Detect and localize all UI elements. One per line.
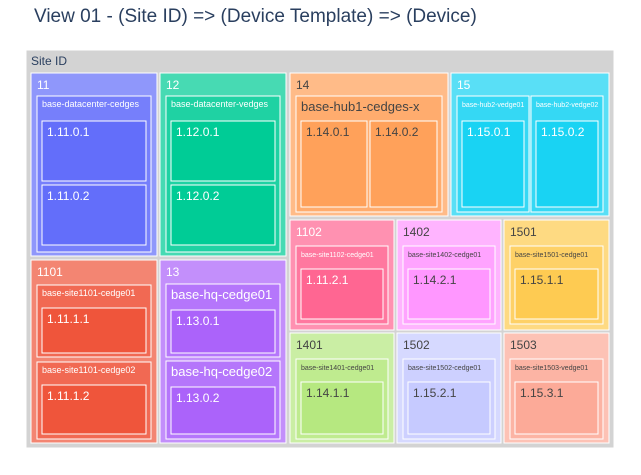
treemap-device-1.15.3.1[interactable] [514, 381, 599, 435]
treemap-template-label: base-hq-cedge01 [171, 287, 272, 302]
treemap-device-label: 1.11.1.1 [47, 312, 90, 326]
treemap-device-1.13.0.2[interactable] [170, 386, 276, 435]
treemap-device-1.11.1.2[interactable] [41, 384, 147, 435]
treemap-device-1.11.0.1[interactable] [41, 120, 147, 182]
treemap-device-1.12.0.2[interactable] [170, 184, 276, 246]
treemap-template-label: base-hq-cedge02 [171, 364, 272, 379]
treemap-device-label: 1.14.0.1 [306, 125, 350, 139]
treemap-device-1.14.0.1[interactable] [300, 120, 368, 208]
treemap-template-label: base-hub1-cedges-x [301, 99, 420, 114]
treemap-template-label: base-site1402-cedge01 [408, 252, 481, 259]
treemap-device-label: 1.13.0.1 [176, 314, 220, 328]
treemap-site-label: 12 [166, 78, 180, 92]
treemap-root-label: Site ID [31, 54, 67, 68]
treemap-site-label: 1502 [403, 338, 430, 352]
treemap-site-label: 15 [457, 78, 471, 92]
treemap-template-label: base-datacenter-cedges [42, 99, 140, 109]
treemap-device-1.15.2.1[interactable] [407, 381, 491, 435]
treemap-site-label: 11 [37, 78, 50, 92]
treemap-device-1.14.2.1[interactable] [407, 268, 491, 320]
treemap-device-label: 1.14.1.1 [306, 386, 350, 400]
treemap-device-label: 1.14.0.2 [375, 125, 419, 139]
treemap-template-label: base-site1102-cedge01 [301, 252, 374, 259]
treemap-template-label: base-site1101-cedge01 [42, 288, 135, 298]
treemap-site-label: 1402 [403, 225, 430, 239]
treemap-template-label: base-site1501-cedge01 [515, 252, 588, 259]
treemap-device-1.14.1.1[interactable] [300, 381, 384, 435]
treemap-device-label: 1.11.0.1 [47, 125, 90, 139]
treemap-device-label: 1.11.2.1 [306, 273, 349, 287]
treemap-site-label: 1401 [296, 338, 323, 352]
treemap-device-label: 1.11.0.2 [47, 189, 90, 203]
treemap-template-label: base-site1503-vedge01 [515, 365, 588, 372]
treemap-device-label: 1.14.2.1 [413, 273, 457, 287]
treemap-site-label: 1501 [510, 225, 537, 239]
treemap-template-label: base-site1101-cedge02 [42, 365, 135, 375]
treemap-device-1.11.0.2[interactable] [41, 184, 147, 246]
treemap-site-label: 13 [166, 265, 180, 279]
treemap-template-label: base-site1401-cedge01 [301, 365, 374, 372]
treemap-device-label: 1.12.0.1 [176, 125, 220, 139]
treemap-device-label: 1.13.0.2 [176, 391, 220, 405]
chart-title: View 01 - (Site ID) => (Device Template)… [34, 6, 477, 27]
treemap-device-1.15.1.1[interactable] [514, 268, 599, 320]
treemap-site-label: 1503 [510, 338, 537, 352]
treemap-site-label: 1102 [296, 225, 322, 239]
treemap-device-label: 1.15.0.1 [467, 125, 511, 139]
treemap-device-label: 1.11.1.2 [47, 389, 90, 403]
treemap-template-label: base-hub2-vedge02 [536, 102, 598, 109]
treemap-device-label: 1.15.0.2 [541, 125, 585, 139]
treemap-device-label: 1.15.2.1 [413, 386, 457, 400]
treemap-device-1.11.2.1[interactable] [300, 268, 384, 320]
treemap-device-label: 1.12.0.2 [176, 189, 220, 203]
treemap-site-label: 14 [296, 78, 310, 92]
treemap-device-label: 1.15.3.1 [520, 386, 564, 400]
treemap-device-1.11.1.1[interactable] [41, 307, 147, 354]
treemap-device-1.13.0.1[interactable] [170, 309, 276, 354]
treemap-template-label: base-datacenter-vedges [171, 99, 269, 109]
treemap-device-1.15.0.1[interactable] [461, 120, 525, 208]
treemap-template-label: base-hub2-vedge01 [462, 102, 524, 109]
treemap-device-label: 1.15.1.1 [520, 273, 564, 287]
treemap-site-label: 1101 [37, 265, 63, 279]
treemap-device-1.12.0.1[interactable] [170, 120, 276, 182]
treemap-device-1.14.0.2[interactable] [369, 120, 438, 208]
treemap-device-1.15.0.2[interactable] [535, 120, 599, 208]
treemap-template-label: base-site1502-cedge01 [408, 365, 481, 372]
